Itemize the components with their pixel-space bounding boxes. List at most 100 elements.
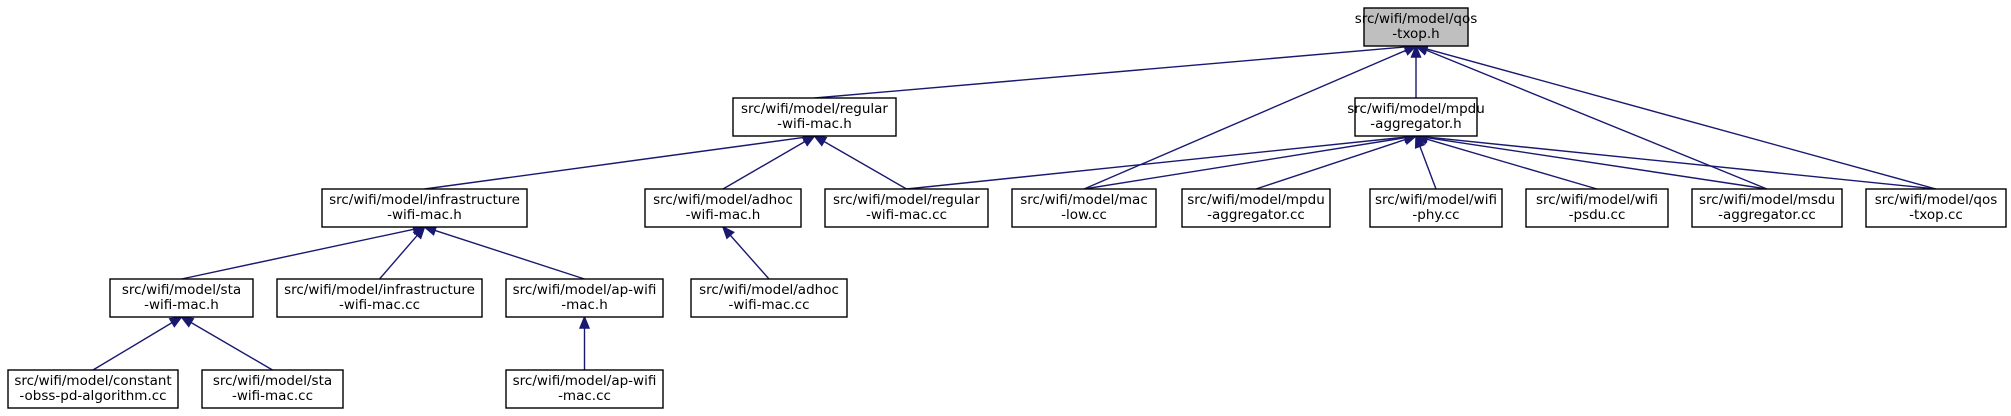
edge-sta_wifi_mac_h-to-infrastructure_wifi_mac_h: [181, 228, 414, 280]
node-infrastructure-wifi-mac-cc[interactable]: src/wifi/model/infrastructure-wifi-mac.c…: [276, 278, 483, 318]
node-label-line: src/wifi/model/mpdu: [1347, 101, 1485, 117]
node-infrastructure-wifi-mac-h[interactable]: src/wifi/model/infrastructure-wifi-mac.h: [321, 188, 528, 228]
edge-wifi_psdu_cc-to-mpdu_aggregator_h: [1426, 138, 1598, 190]
edge-mpdu_aggregator_cc-to-mpdu_aggregator_h: [1255, 138, 1406, 190]
node-box: [505, 278, 664, 318]
node-label-line: -wifi-mac.cc: [866, 207, 947, 223]
node-box: [1354, 97, 1478, 137]
node-constant-obss-pd-algorithm-cc[interactable]: src/wifi/model/constant-obss-pd-algorith…: [7, 369, 179, 409]
node-label-line: -wifi-mac.h: [777, 116, 852, 132]
edge-qos_txop_cc-to-qos_txop_h: [1426, 48, 1937, 190]
node-label-line: -wifi-mac.h: [387, 207, 462, 223]
node-label-line: src/wifi/model/msdu: [1699, 192, 1835, 208]
node-adhoc-wifi-mac-h[interactable]: src/wifi/model/adhoc-wifi-mac.h: [644, 188, 802, 228]
node-label-line: -wifi-mac.h: [686, 207, 761, 223]
node-box: [1369, 188, 1503, 228]
node-label-line: -aggregator.cc: [1718, 207, 1816, 223]
node-label-line: src/wifi/model/ap-wifi: [513, 373, 657, 389]
node-sta-wifi-mac-h[interactable]: src/wifi/model/sta-wifi-mac.h: [109, 278, 254, 318]
node-box: [1011, 188, 1157, 228]
node-label-line: -psdu.cc: [1569, 207, 1626, 223]
node-label-line: -obss-pd-algorithm.cc: [19, 388, 166, 404]
arrowhead-icon: [812, 135, 828, 147]
arrowhead-icon: [412, 225, 426, 240]
node-box: [505, 369, 664, 409]
node-label-line: -mac.h: [561, 297, 608, 313]
edge-mac_low_cc-to-qos_txop_h: [1083, 49, 1407, 190]
node-label-line: -mac.cc: [558, 388, 611, 404]
edge-msdu_aggregator_cc-to-mpdu_aggregator_h: [1426, 136, 1768, 190]
node-label-line: -wifi-mac.cc: [728, 297, 809, 313]
node-box: [7, 369, 179, 409]
graph-nodes: src/wifi/model/qos-txop.hsrc/wifi/model/…: [7, 7, 2007, 409]
node-wifi-phy-cc[interactable]: src/wifi/model/wifi-phy.cc: [1369, 188, 1503, 228]
node-label-line: -aggregator.h: [1370, 116, 1461, 132]
edge-adhoc_wifi_mac_cc-to-adhoc_wifi_mac_h: [729, 234, 770, 280]
node-sta-wifi-mac-cc[interactable]: src/wifi/model/sta-wifi-mac.cc: [201, 369, 344, 409]
node-label-line: src/wifi/model/sta: [213, 373, 332, 389]
node-wifi-psdu-cc[interactable]: src/wifi/model/wifi-psdu.cc: [1525, 188, 1669, 228]
node-regular-wifi-mac-cc[interactable]: src/wifi/model/regular-wifi-mac.cc: [824, 188, 989, 228]
node-qos-txop-cc[interactable]: src/wifi/model/qos-txop.cc: [1865, 188, 2007, 228]
node-label-line: src/wifi/model/sta: [122, 282, 241, 298]
node-box: [1363, 7, 1469, 47]
node-box: [824, 188, 989, 228]
node-box: [732, 97, 897, 137]
arrowhead-icon: [1414, 134, 1426, 149]
edge-wifi_phy_cc-to-mpdu_aggregator_h: [1419, 146, 1437, 190]
edge-adhoc_wifi_mac_h-to-regular_wifi_mac_h: [722, 140, 806, 190]
node-label-line: src/wifi/model/infrastructure: [284, 282, 475, 298]
node-label-line: -aggregator.cc: [1207, 207, 1305, 223]
node-label-line: src/wifi/model/regular: [741, 101, 888, 117]
node-ap-wifi-mac-cc[interactable]: src/wifi/model/ap-wifi-mac.cc: [505, 369, 664, 409]
edge-regular_wifi_mac_h-to-qos_txop_h: [814, 46, 1406, 99]
node-label-line: src/wifi/model/regular: [833, 192, 980, 208]
node-label-line: src/wifi/model/qos: [1355, 11, 1478, 27]
node-mpdu-aggregator-h[interactable]: src/wifi/model/mpdu-aggregator.h: [1347, 97, 1485, 137]
node-label-line: src/wifi/model/mac: [1020, 192, 1148, 208]
node-mac-low-cc[interactable]: src/wifi/model/mac-low.cc: [1011, 188, 1157, 228]
node-box: [201, 369, 344, 409]
node-box: [1525, 188, 1669, 228]
node-label-line: -wifi-mac.cc: [232, 388, 313, 404]
arrowhead-icon: [168, 316, 184, 328]
edge-constant_obss_pd_algorithm_cc-to-sta_wifi_mac_h: [92, 322, 173, 371]
node-box: [1181, 188, 1331, 228]
node-regular-wifi-mac-h[interactable]: src/wifi/model/regular-wifi-mac.h: [732, 97, 897, 137]
node-box: [1691, 188, 1843, 228]
node-label-line: src/wifi/model/adhoc: [699, 282, 839, 298]
node-adhoc-wifi-mac-cc[interactable]: src/wifi/model/adhoc-wifi-mac.cc: [690, 278, 848, 318]
edge-sta_wifi_mac_cc-to-sta_wifi_mac_h: [190, 321, 273, 371]
edge-infrastructure_wifi_mac_h-to-regular_wifi_mac_h: [424, 136, 804, 190]
arrowhead-icon: [179, 316, 195, 328]
node-label-line: -txop.h: [1392, 26, 1439, 42]
edge-regular_wifi_mac_cc-to-mpdu_aggregator_h: [906, 136, 1406, 190]
arrowhead-icon: [1410, 44, 1422, 58]
edge-qos_txop_cc-to-mpdu_aggregator_h: [1426, 136, 1937, 190]
node-label-line: -low.cc: [1061, 207, 1107, 223]
node-label-line: src/wifi/model/ap-wifi: [513, 282, 657, 298]
node-box: [1865, 188, 2007, 228]
node-label-line: src/wifi/model/wifi: [1536, 192, 1658, 208]
node-label-line: src/wifi/model/mpdu: [1187, 192, 1325, 208]
node-ap-wifi-mac-h[interactable]: src/wifi/model/ap-wifi-mac.h: [505, 278, 664, 318]
node-msdu-aggregator-cc[interactable]: src/wifi/model/msdu-aggregator.cc: [1691, 188, 1843, 228]
node-label-line: src/wifi/model/wifi: [1375, 192, 1497, 208]
edge-ap_wifi_mac_h-to-infrastructure_wifi_mac_h: [434, 229, 585, 280]
node-label-line: src/wifi/model/qos: [1875, 192, 1998, 208]
graph-edges: [92, 41, 1937, 371]
node-label-line: -wifi-mac.cc: [339, 297, 420, 313]
node-label-line: src/wifi/model/constant: [14, 373, 171, 389]
edge-mac_low_cc-to-mpdu_aggregator_h: [1083, 137, 1406, 190]
arrowhead-icon: [721, 225, 735, 240]
arrowhead-icon: [578, 315, 591, 329]
node-label-line: src/wifi/model/infrastructure: [329, 192, 520, 208]
node-box: [276, 278, 483, 318]
node-box: [109, 278, 254, 318]
node-label-line: -phy.cc: [1412, 207, 1459, 223]
node-box: [690, 278, 848, 318]
node-label-line: -txop.cc: [1909, 207, 1963, 223]
node-box: [644, 188, 802, 228]
node-mpdu-aggregator-cc[interactable]: src/wifi/model/mpdu-aggregator.cc: [1181, 188, 1331, 228]
node-qos-txop-h: src/wifi/model/qos-txop.h: [1355, 7, 1478, 47]
